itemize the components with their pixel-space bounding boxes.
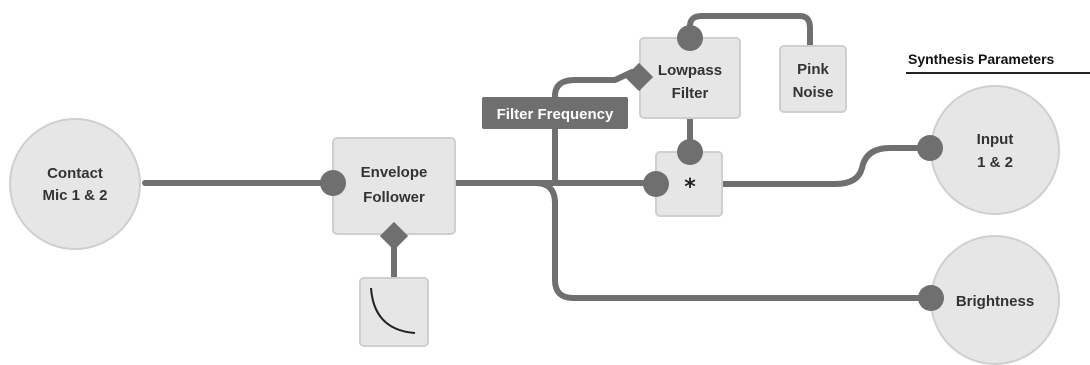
filter-frequency-tag[interactable]: Filter Frequency — [482, 97, 628, 129]
lowpass-filter-output-port[interactable] — [677, 139, 703, 165]
contact-mic-label-line2: Mic 1 & 2 — [42, 187, 107, 204]
synthesis-parameters-title: Synthesis Parameters — [908, 51, 1055, 67]
node-lowpass-filter[interactable]: Lowpass Filter — [639, 37, 741, 119]
wire-branch-to-brightness — [532, 180, 933, 301]
lowpass-filter-label-line1: Lowpass — [658, 62, 722, 79]
wire-filter-frequency — [552, 69, 635, 186]
multiply-input-port[interactable] — [643, 171, 669, 197]
node-brightness[interactable]: Brightness — [930, 235, 1060, 365]
input-label-line1: Input — [977, 131, 1014, 148]
multiply-symbol: * — [684, 175, 696, 200]
lowpass-filter-noise-port[interactable] — [677, 25, 703, 51]
envelope-follower-label-line1: Envelope — [361, 164, 428, 181]
envelope-follower-label-line2: Follower — [363, 189, 425, 206]
node-envelope-curve[interactable] — [359, 277, 429, 347]
brightness-port[interactable] — [918, 285, 944, 311]
decay-curve-icon — [370, 287, 416, 334]
wire-multiply-to-input — [719, 145, 931, 187]
lowpass-filter-label-line2: Filter — [672, 85, 709, 102]
synthesis-parameters-header: Synthesis Parameters — [906, 51, 1090, 74]
pink-noise-label-line2: Noise — [793, 84, 834, 101]
input-port[interactable] — [917, 135, 943, 161]
input-label-line2: 1 & 2 — [977, 154, 1013, 171]
node-envelope-follower[interactable]: Envelope Follower — [332, 137, 456, 235]
wires — [142, 13, 933, 301]
ports — [320, 25, 944, 311]
pink-noise-label-line1: Pink — [797, 61, 829, 78]
node-contact-mic[interactable]: Contact Mic 1 & 2 — [9, 118, 141, 250]
brightness-label: Brightness — [956, 293, 1034, 310]
wire-pink-to-lowpass — [687, 13, 813, 49]
node-pink-noise[interactable]: Pink Noise — [779, 45, 847, 113]
envelope-follower-input-port[interactable] — [320, 170, 346, 196]
filter-frequency-label: Filter Frequency — [497, 106, 614, 123]
node-input[interactable]: Input 1 & 2 — [930, 85, 1060, 215]
contact-mic-label-line1: Contact — [47, 165, 103, 182]
lowpass-filter-frequency-port[interactable] — [624, 62, 654, 92]
